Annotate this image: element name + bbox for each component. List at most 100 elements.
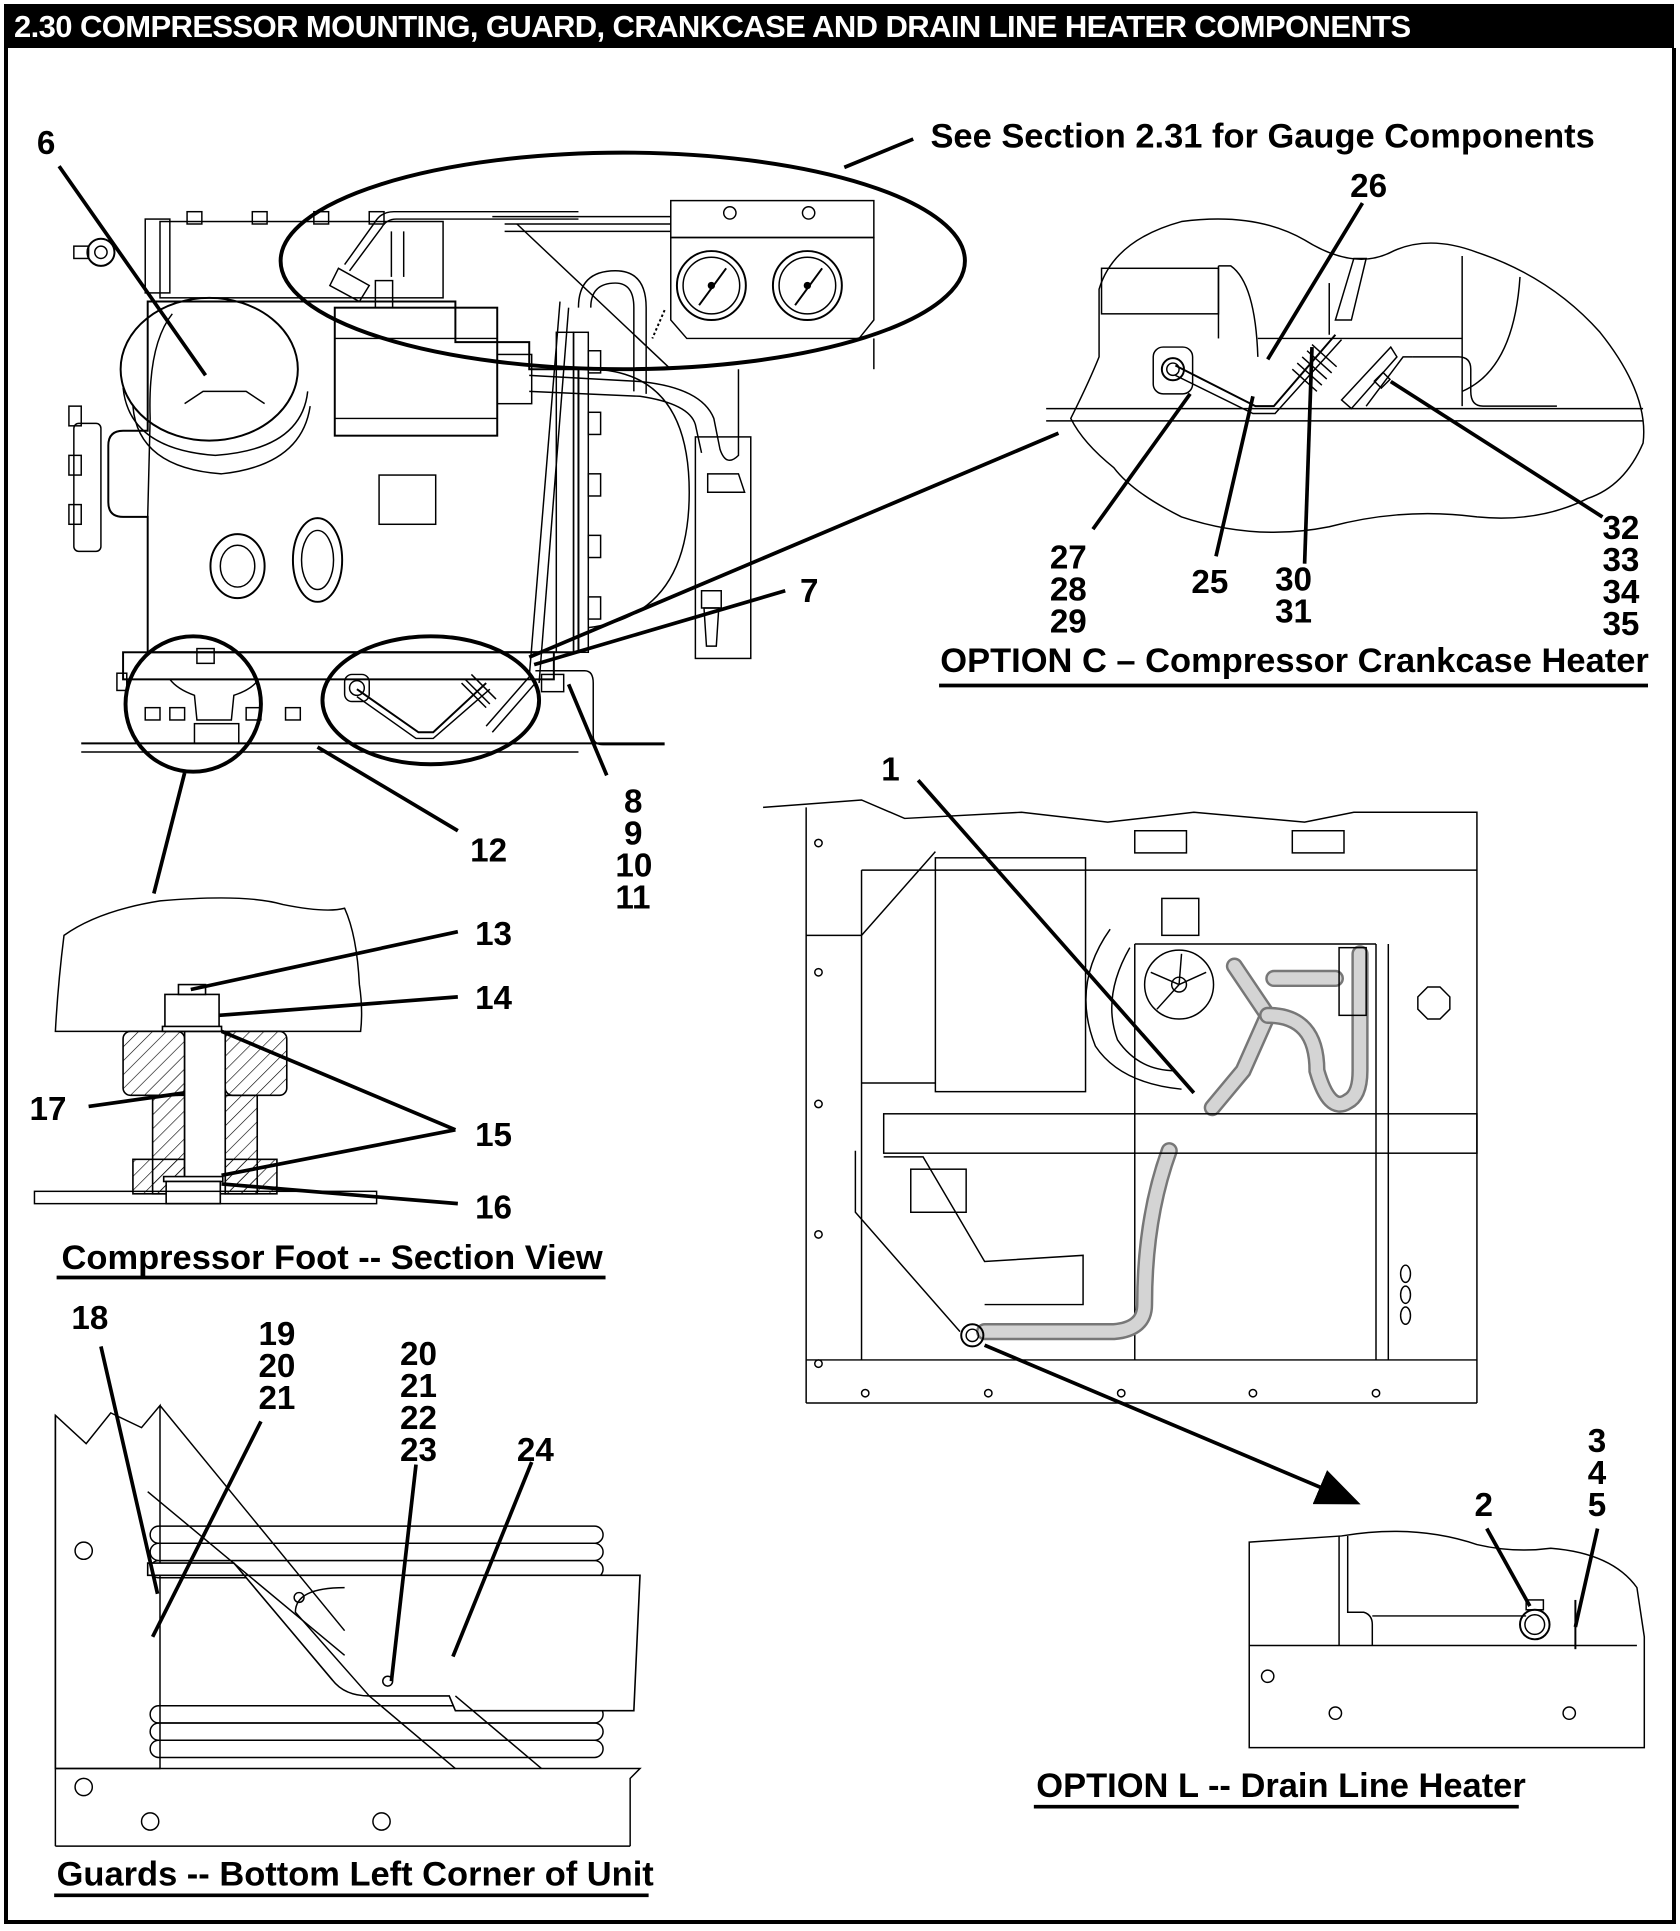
leader-15b xyxy=(221,1127,456,1178)
foot-section-view: 13 14 15 16 17 Compressor Foot -- Sectio… xyxy=(30,897,606,1280)
mounting-nut xyxy=(164,993,220,1033)
callout-22: 22 xyxy=(400,1400,437,1437)
gauge-reference-note: See Section 2.31 for Gauge Components xyxy=(930,118,1594,156)
leader-2 xyxy=(1485,1527,1532,1607)
callout-32: 32 xyxy=(1602,510,1639,547)
callout-5: 5 xyxy=(1588,1487,1606,1524)
drain-fitting xyxy=(960,1323,985,1348)
pressure-gauge-icon xyxy=(675,250,747,321)
frame-holes xyxy=(814,838,1381,1398)
callout-12: 12 xyxy=(470,833,507,870)
corner-post xyxy=(54,1403,161,1770)
leader-25 xyxy=(1214,395,1255,557)
callout-15: 15 xyxy=(475,1117,512,1154)
callout-25: 25 xyxy=(1191,564,1228,601)
cross-beam xyxy=(882,1113,1478,1154)
mounting-bolt-shaft xyxy=(183,1030,227,1195)
callout-11: 11 xyxy=(615,879,650,916)
crankcase-heater-small xyxy=(343,673,536,740)
callout-2: 2 xyxy=(1474,1487,1492,1524)
callout-20a: 20 xyxy=(258,1348,295,1385)
callout-6: 6 xyxy=(37,125,55,162)
compressor-head xyxy=(73,210,444,299)
option-l-view: 1 2 3 4 5 OPTION L -- Drain Line Heater xyxy=(763,751,1646,1809)
callout-16: 16 xyxy=(475,1189,512,1226)
leader-20-23 xyxy=(389,1464,418,1682)
leader-8-11 xyxy=(566,683,609,777)
detail-arrow xyxy=(983,1343,1361,1505)
leader-3-5 xyxy=(1573,1528,1600,1628)
callout-28: 28 xyxy=(1050,572,1087,609)
compressor-cover xyxy=(119,296,299,442)
callout-33: 33 xyxy=(1602,542,1639,579)
callout-21a: 21 xyxy=(258,1380,295,1417)
compressor-base xyxy=(122,651,555,681)
leader-19-21 xyxy=(150,1420,263,1638)
leader-13 xyxy=(190,929,459,992)
guards-view: 18 19 20 21 20 21 22 23 24 Guards -- Bot… xyxy=(54,1300,655,1898)
callout-8: 8 xyxy=(624,783,642,820)
leader-option-c xyxy=(528,431,1060,659)
drain-nut xyxy=(700,590,722,609)
gauge-panel xyxy=(670,199,875,370)
callout-3: 3 xyxy=(1588,1423,1606,1460)
leader-26 xyxy=(1266,202,1365,361)
leader-gauge-note xyxy=(843,137,914,170)
leader-14 xyxy=(218,995,458,1018)
callout-4: 4 xyxy=(1588,1455,1607,1492)
gauge-callout-ellipse xyxy=(278,150,967,372)
bolt-head xyxy=(165,1180,222,1205)
leader-17 xyxy=(88,1091,185,1109)
leader-1 xyxy=(916,779,1196,1095)
leader-7 xyxy=(533,588,786,667)
option-c-outline xyxy=(1069,218,1645,534)
callout-34: 34 xyxy=(1602,574,1639,611)
callout-13: 13 xyxy=(475,916,512,953)
leader-16 xyxy=(221,1182,458,1206)
callout-20b: 20 xyxy=(400,1336,437,1373)
callout-26: 26 xyxy=(1350,168,1387,205)
compressor-foot-outline xyxy=(54,897,363,1033)
control-knob-icon xyxy=(1417,986,1451,1020)
guards-caption: Guards -- Bottom Left Corner of Unit xyxy=(57,1855,655,1893)
option-l-caption: OPTION L -- Drain Line Heater xyxy=(1036,1767,1525,1805)
section-title-bar: 2.30 COMPRESSOR MOUNTING, GUARD, CRANKCA… xyxy=(4,4,1674,48)
crankcase-callout-ellipse xyxy=(320,634,542,767)
foot-section-caption: Compressor Foot -- Section View xyxy=(62,1239,603,1277)
leader-foot-section xyxy=(152,772,187,894)
foot-callout-circle xyxy=(123,634,263,774)
drain-heater-detail xyxy=(1248,1530,1646,1749)
eye-bolt-icon xyxy=(86,237,116,267)
coil-tubes xyxy=(149,1525,604,1759)
flange-bolts xyxy=(587,350,602,620)
callout-21b: 21 xyxy=(400,1368,437,1405)
diagram-frame xyxy=(4,48,1676,1924)
callout-1: 1 xyxy=(881,751,899,788)
leader-6 xyxy=(57,165,208,377)
leader-30-31 xyxy=(1302,347,1314,564)
callout-24: 24 xyxy=(517,1432,554,1469)
guard-plate xyxy=(146,1562,641,1712)
evaporator-box xyxy=(934,857,1087,1093)
leader-24 xyxy=(451,1461,534,1658)
callout-19: 19 xyxy=(258,1316,295,1353)
option-c-caption: OPTION C – Compressor Crankcase Heater xyxy=(940,642,1648,680)
side-bolts xyxy=(68,405,102,553)
leader-32-35 xyxy=(1389,379,1604,519)
option-c-view: 26 27 28 29 25 30 31 32 33 34 35 OPTION … xyxy=(939,168,1649,688)
callout-23: 23 xyxy=(400,1432,437,1469)
junction-box xyxy=(333,306,499,437)
callout-35: 35 xyxy=(1602,606,1639,643)
evaporator-fan-icon xyxy=(1085,897,1215,1090)
callout-10: 10 xyxy=(615,847,652,884)
drain-hose xyxy=(976,945,1369,1341)
leader-15a xyxy=(220,1029,457,1132)
callout-18: 18 xyxy=(71,1300,108,1337)
leader-12 xyxy=(316,745,459,833)
section-title: 2.30 COMPRESSOR MOUNTING, GUARD, CRANKCA… xyxy=(14,9,1411,44)
callout-7: 7 xyxy=(800,573,818,610)
pressure-gauge-icon xyxy=(771,250,843,321)
callout-27: 27 xyxy=(1050,540,1087,577)
leader-18 xyxy=(99,1345,160,1595)
